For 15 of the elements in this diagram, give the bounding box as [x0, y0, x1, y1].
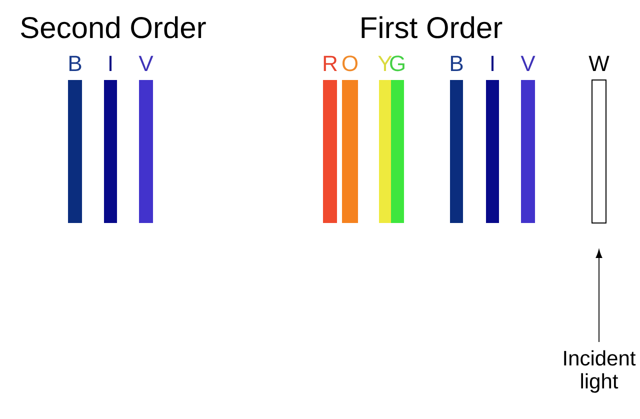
- letter-label: W: [588, 56, 610, 71]
- letter-label: G: [390, 56, 404, 72]
- label-text: Incident light: [564, 350, 636, 393]
- heading: Second Order: [21, 16, 206, 38]
- letter-label: I: [491, 56, 494, 71]
- letter-label: V: [520, 56, 536, 71]
- letter-label: O: [342, 56, 358, 72]
- heading: First Order: [362, 16, 502, 38]
- letter-label: I: [109, 56, 112, 71]
- letter-label: Y: [378, 56, 392, 71]
- letter-label: V: [138, 56, 154, 71]
- letter-label: B: [450, 56, 463, 71]
- arrow: [596, 250, 602, 342]
- letter-label: B: [69, 56, 82, 71]
- letter-label: R: [324, 56, 337, 71]
